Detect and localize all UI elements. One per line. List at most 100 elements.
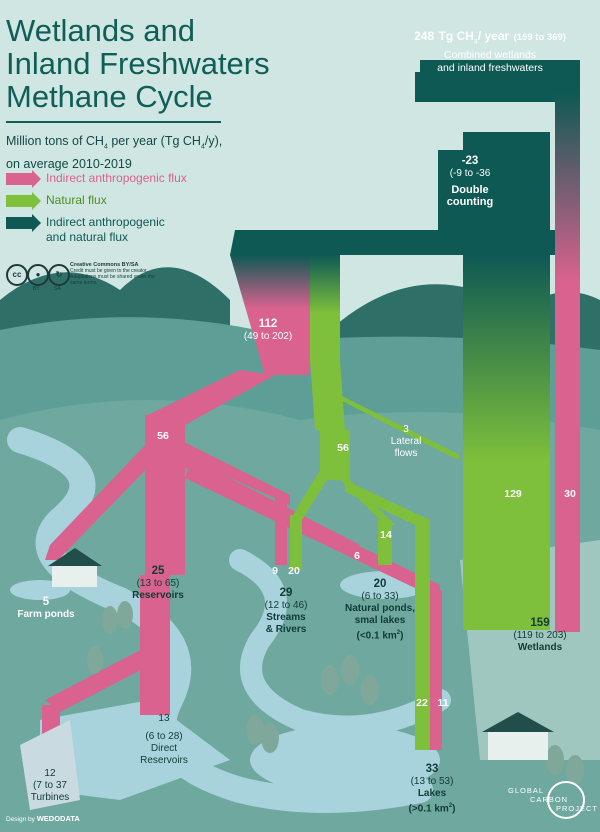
lateral-name-1: Lateral <box>390 436 422 447</box>
ponds-name-3: (<0.1 km2) <box>345 627 415 642</box>
anthropogenic-total-range: (49 to 202) <box>243 331 293 342</box>
reservoirs-range: (13 to 65) <box>136 578 180 589</box>
legend-item-anthropogenic: Indirect anthropogenic flux <box>6 170 226 190</box>
flow-green-56-stem <box>310 360 345 430</box>
total-unit: Tg CH <box>438 29 474 43</box>
flow-lateral <box>340 395 460 460</box>
gcp-logo-icon <box>547 781 585 819</box>
by-label: BY <box>33 286 40 292</box>
flow-value-green-129: 129 <box>504 488 522 500</box>
turbines-label: 12 (7 to 37 Turbines <box>31 768 70 804</box>
legend-item-combined: Indirect anthropogenic and natural flux <box>6 214 226 248</box>
lakes-area-close: ) <box>452 803 456 815</box>
ponds-area-close: ) <box>400 630 404 642</box>
turbines-name: Turbines <box>30 792 70 803</box>
river-branch <box>229 549 451 738</box>
legend-label: Indirect anthropogenic flux <box>46 171 187 185</box>
reservoirs-label: 25 (13 to 65) Reservoirs <box>132 565 184 602</box>
page-title: Wetlands and Inland Freshwaters Methane … <box>6 14 270 113</box>
farm-ponds-label: 5 Farm ponds <box>17 596 74 621</box>
legend-arrow-icon <box>6 214 41 232</box>
ponds-area-text: (<0.1 km <box>356 630 397 642</box>
title-line-2: Inland Freshwaters <box>6 46 270 81</box>
subtitle-prefix: Million tons of CH <box>6 134 104 148</box>
direct-reservoirs-range: (6 to 28) <box>145 731 183 742</box>
legend-label: Indirect anthropogenic and natural flux <box>46 215 165 245</box>
river-main <box>7 427 433 813</box>
ponds-name-1: Natural ponds, <box>344 603 416 614</box>
flow-green-129 <box>463 255 550 630</box>
flow-pink-56-diag <box>148 370 275 425</box>
sa-label: SA <box>54 286 61 292</box>
lakes-name: Lakes <box>417 788 447 799</box>
turbines-range: (7 to 37 <box>33 780 67 791</box>
legend-label-line-2: and natural flux <box>46 230 129 244</box>
flow-top-block <box>415 72 565 102</box>
flow-value-pink-56: 56 <box>157 430 169 442</box>
total-range: (159 to 369) <box>513 32 566 43</box>
lakes-value: 33 <box>425 763 439 775</box>
reservoir-water <box>40 700 230 800</box>
flow-green-branch <box>310 255 340 360</box>
direct-reservoirs-value: 13 <box>158 713 170 724</box>
subtitle-line-2: on average 2010-2019 <box>6 156 132 171</box>
flow-green-56 <box>320 430 350 480</box>
flow-turbines-diag <box>45 645 160 712</box>
double-counting-name-2: counting <box>446 196 494 208</box>
trees <box>87 601 584 785</box>
license-heading: Creative Commons BY/SA <box>70 262 139 268</box>
flow-green-22-diag <box>345 480 430 532</box>
lakes-area-text: (>0.1 km <box>408 803 449 815</box>
subtitle-sub1: 4 <box>103 143 108 151</box>
ponds-value: 20 <box>373 578 387 590</box>
logo-line-1: GLOBAL <box>508 786 544 795</box>
credit-brand: WEDODATA <box>36 814 80 823</box>
title-line-1: Wetlands and <box>6 13 195 48</box>
streams-rivers-label: 29 (12 to 46) Streams & Rivers <box>265 587 308 636</box>
flow-value-green-56: 56 <box>337 442 349 454</box>
sa-icon: ↻ <box>48 264 70 286</box>
ponds-name-2: smal lakes <box>354 615 406 626</box>
farm-house <box>48 548 102 587</box>
double-counting-label: -23 (-9 to -36 Double counting <box>447 155 493 208</box>
total-label: 248 Tg CH4/ year (159 to 369) Combined w… <box>414 27 566 75</box>
subtitle: Million tons of CH4 per year (Tg CH4/y),… <box>6 133 236 172</box>
gcp-logo-text: GLOBAL CARBON PROJECT <box>508 786 600 813</box>
flow-value-pink-30: 30 <box>564 488 576 500</box>
streams-name-1: Streams <box>266 612 306 623</box>
flow-pink-11-diag <box>185 465 440 600</box>
flow-anthropogenic-112 <box>230 255 310 375</box>
flow-pink-56 <box>145 415 185 575</box>
flow-farm-ponds <box>45 440 160 560</box>
flow-value-pink-9: 9 <box>272 565 278 577</box>
design-credit: Design by WEDODATA <box>6 814 80 823</box>
flow-value-pink-6: 6 <box>354 550 360 562</box>
flow-green-20 <box>290 515 302 570</box>
reservoirs-value: 25 <box>151 565 165 577</box>
by-icon: ● <box>27 264 49 286</box>
flow-green-14 <box>378 520 392 565</box>
flow-green-20-diag <box>290 470 330 520</box>
flow-green-22 <box>415 520 430 750</box>
flow-direct-reservoirs <box>140 575 170 715</box>
legend-label-line-1: Indirect anthropogenic <box>46 215 165 229</box>
direct-reservoirs-name-1: Direct <box>150 743 178 754</box>
wetlands-value: 159 <box>530 617 550 629</box>
lakes-area-sup: 2 <box>448 803 453 809</box>
direct-reservoirs-label: 13 (6 to 28) Direct Reservoirs <box>140 713 188 767</box>
ponds-range: (6 to 33) <box>361 591 399 602</box>
total-unit-post: / year <box>477 29 510 43</box>
direct-reservoirs-name-2: Reservoirs <box>140 755 188 766</box>
lateral-flows-label: 3 Lateral flows <box>391 424 422 460</box>
flow-pink-9 <box>180 440 290 505</box>
dam <box>20 720 80 810</box>
wetlands-range: (119 to 203) <box>513 630 567 641</box>
lakes-label: 33 (13 to 53) Lakes (>0.1 km2) <box>409 763 456 815</box>
anthropogenic-total-value: 112 <box>258 318 278 330</box>
lake-water <box>250 725 440 795</box>
lakes-area: (>0.1 km2) <box>409 800 456 815</box>
streams-value: 29 <box>279 587 293 599</box>
turbines-value: 12 <box>44 768 56 779</box>
